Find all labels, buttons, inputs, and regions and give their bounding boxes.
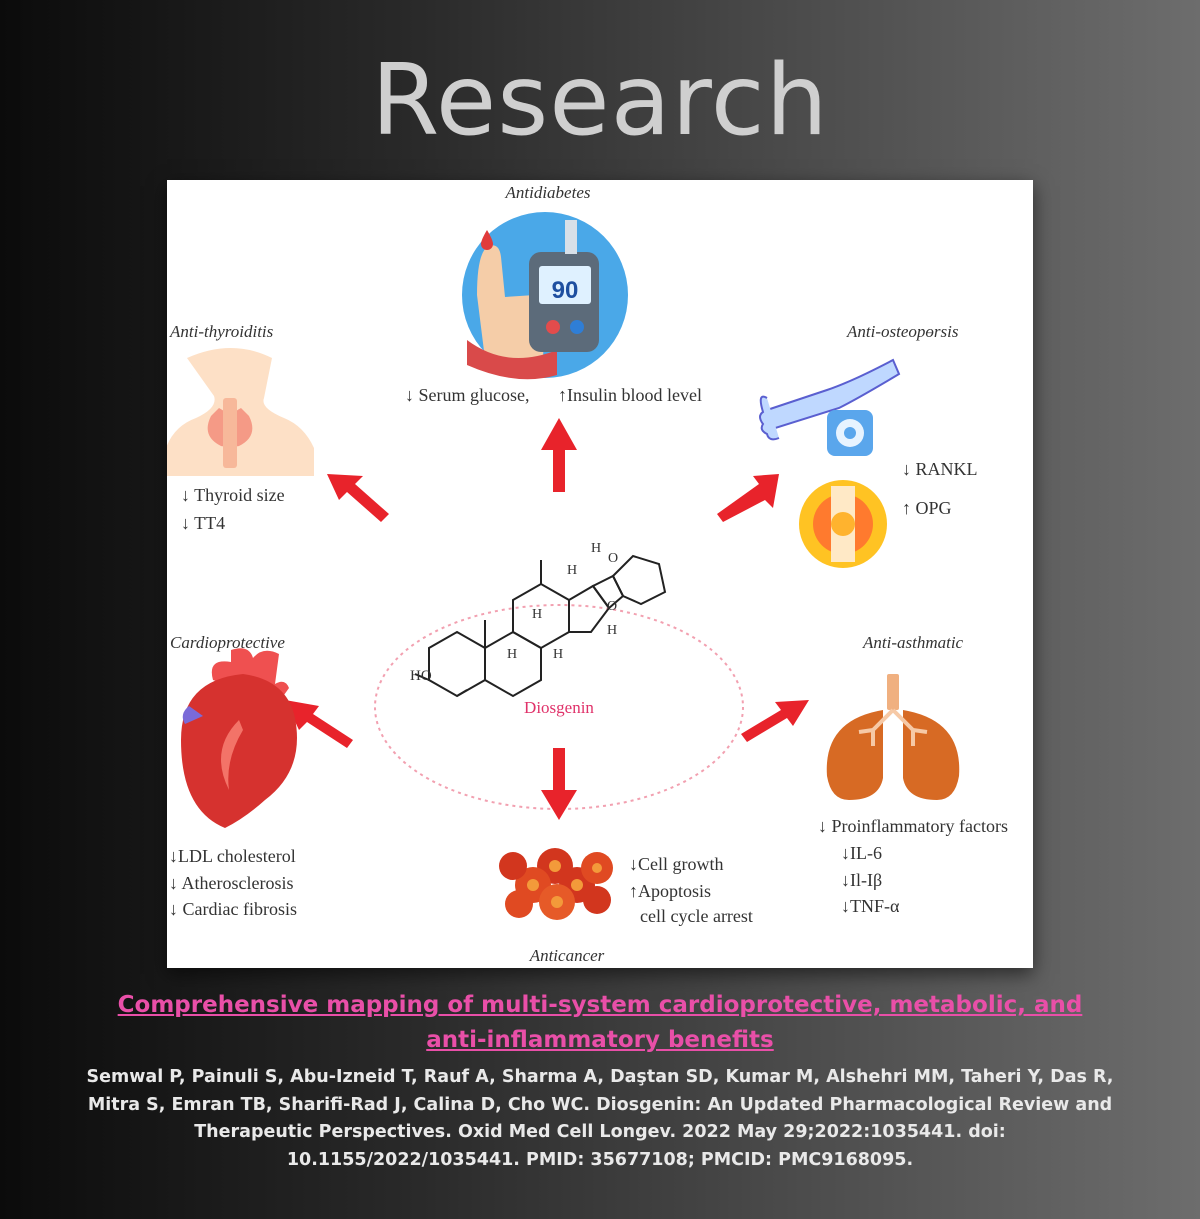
diosgenin-figure: Antidiabetes 90 ↓ Serum glucose, ↑Insuli… xyxy=(167,180,1033,968)
arrow-down-right xyxy=(741,700,809,742)
antidiabetes-effect-1: ↓ Serum glucose, xyxy=(405,385,529,405)
cardioprotective-effect-3: ↓ Cardiac fibrosis xyxy=(169,899,297,919)
cardioprotective-effect-2: ↓ Atherosclerosis xyxy=(169,873,293,893)
diosgenin-structure xyxy=(414,554,667,698)
antidiabetes-title: Antidiabetes xyxy=(505,183,591,202)
lungs-icon xyxy=(826,674,960,800)
h-label-3: H xyxy=(507,647,517,662)
figure-caption-link[interactable]: Comprehensive mapping of multi-system ca… xyxy=(117,992,1083,1053)
antiasthmatic-effect-4: ↓TNF-α xyxy=(841,896,900,916)
h-label-5: H xyxy=(607,623,617,638)
arrow-down xyxy=(541,748,577,820)
antiasthmatic-effect-2: ↓IL-6 xyxy=(841,843,882,863)
center-label: Diosgenin xyxy=(524,698,594,717)
heart-icon xyxy=(181,648,297,828)
arrow-down-left xyxy=(285,700,353,748)
o-label-2: O xyxy=(607,599,617,614)
antithyroiditis-title: Anti-thyroiditis xyxy=(169,322,274,341)
cancer-cells-icon xyxy=(499,848,613,920)
antithyroiditis-effect-1: ↓ Thyroid size xyxy=(181,485,285,505)
antiosteoporosis-effect-2: ↑ OPG xyxy=(902,498,952,518)
o-label-1: O xyxy=(608,551,618,566)
arrow-up xyxy=(541,418,577,492)
anticancer-effect-3: cell cycle arrest xyxy=(640,906,753,926)
h-label-2: H xyxy=(532,607,542,622)
antithyroiditis-effect-2: ↓ TT4 xyxy=(181,513,225,533)
antiasthmatic-title: Anti-asthmatic xyxy=(862,633,964,652)
anticancer-title: Anticancer xyxy=(529,946,605,965)
antiosteoporosis-title: Anti-osteopɵrsis xyxy=(846,322,959,341)
thyroid-icon xyxy=(167,348,314,476)
anticancer-effect-2: ↑Apoptosis xyxy=(629,881,711,901)
ho-label: HO xyxy=(410,668,432,684)
citation-text: Semwal P, Painuli S, Abu-Izneid T, Rauf … xyxy=(86,1067,1114,1170)
arrow-up-right xyxy=(717,474,779,522)
arrow-up-left xyxy=(327,474,389,522)
cardioprotective-title: Cardioprotective xyxy=(170,633,285,652)
h-label-6: H xyxy=(591,541,601,556)
antiosteoporosis-effect-1: ↓ RANKL xyxy=(902,459,978,479)
h-label-1: H xyxy=(567,563,577,578)
meter-value: 90 xyxy=(552,277,579,304)
glucose-meter-icon: 90 xyxy=(462,212,628,380)
cardioprotective-effect-1: ↓LDL cholesterol xyxy=(169,846,296,866)
antidiabetes-effect-2: ↑Insulin blood level xyxy=(558,385,702,405)
h-label-4: H xyxy=(553,647,563,662)
antiasthmatic-effect-3: ↓Il-Iβ xyxy=(841,870,882,890)
page-title: Research xyxy=(371,44,829,158)
bone-icon xyxy=(759,358,901,568)
anticancer-effect-1: ↓Cell growth xyxy=(629,854,724,874)
antiasthmatic-effect-1: ↓ Proinflammatory factors xyxy=(818,816,1008,836)
